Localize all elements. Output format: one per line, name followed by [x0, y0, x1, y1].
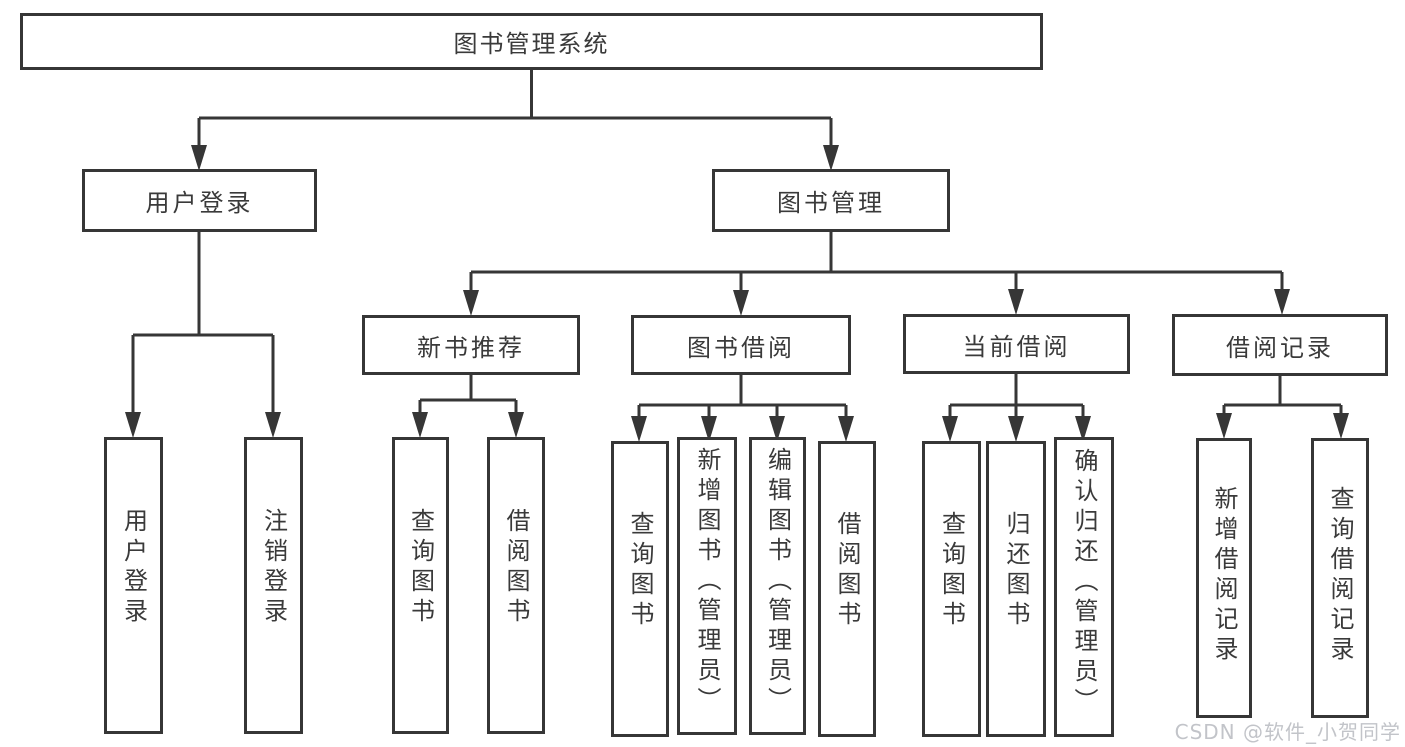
node-user-login-group: 用户登录 [82, 169, 317, 232]
arrowhead [1274, 289, 1290, 315]
arrowhead [942, 416, 958, 442]
arrowhead [191, 145, 207, 171]
leaf-confirm-return-admin: 确认归还（管理员） [1054, 437, 1114, 737]
leaf-query-books-1: 查询图书 [392, 437, 449, 734]
leaf-borrow-books-1: 借阅图书 [487, 437, 545, 734]
leaf-query-books-3: 查询图书 [922, 441, 981, 737]
node-library-system: 图书管理系统 [20, 13, 1043, 70]
connector-book-borrow [637, 375, 848, 428]
arrowhead [125, 412, 141, 438]
node-borrow-records: 借阅记录 [1172, 314, 1388, 376]
leaf-borrow-books-2: 借阅图书 [818, 441, 876, 737]
arrowhead [838, 416, 854, 442]
arrowhead [1216, 413, 1232, 439]
arrowhead [733, 290, 749, 316]
leaf-add-book-admin: 新增图书（管理员） [677, 437, 737, 735]
leaf-edit-book-admin: 编辑图书（管理员） [749, 437, 806, 735]
leaf-logout-login: 注销登录 [244, 437, 303, 734]
node-new-book-recommend: 新书推荐 [362, 315, 580, 375]
leaf-user-login: 用户登录 [104, 437, 163, 734]
arrowhead [1008, 416, 1024, 442]
csdn-watermark: CSDN @软件_小贺同学 [1174, 720, 1401, 744]
leaf-query-books-2: 查询图书 [611, 441, 669, 737]
arrowhead [823, 145, 839, 171]
arrowhead [1008, 289, 1024, 315]
connector-root-to-level2 [197, 70, 833, 158]
leaf-add-borrow-record: 新增借阅记录 [1196, 438, 1252, 718]
connector-current-borrow [948, 374, 1085, 428]
connector-borrow-records [1222, 376, 1343, 425]
leaf-return-book: 归还图书 [986, 441, 1046, 737]
arrowhead [508, 412, 524, 438]
arrowhead [463, 290, 479, 316]
arrowhead [412, 412, 428, 438]
connector-user-login-group [131, 232, 275, 424]
node-book-management: 图书管理 [712, 169, 950, 232]
connector-new-book-recommend [418, 375, 518, 424]
node-current-borrow: 当前借阅 [903, 314, 1130, 374]
connector-book-management [469, 232, 1284, 302]
arrowhead [265, 412, 281, 438]
arrowhead [631, 416, 647, 442]
leaf-query-borrow-record: 查询借阅记录 [1311, 438, 1369, 718]
node-book-borrow: 图书借阅 [631, 315, 851, 375]
arrowhead [1333, 413, 1349, 439]
